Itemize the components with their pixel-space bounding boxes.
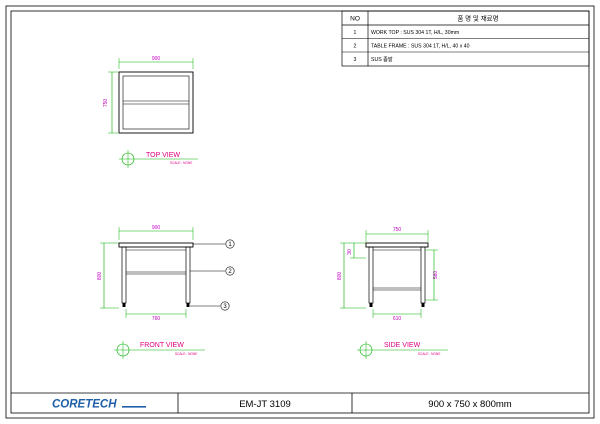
dimension-text: 750 [393, 227, 402, 233]
callout-number: 1 [228, 242, 232, 248]
callout-marker [225, 266, 235, 276]
dimension-text: 760 [152, 316, 161, 322]
side-view: 750 800 30 580 610 SIDE VIEW [337, 227, 448, 359]
table-header-no: NO [350, 16, 360, 23]
dimension-text: 900 [152, 56, 161, 62]
view-scale: SCALE : NONE [170, 161, 192, 165]
table-row-desc: WORK TOP : SUS 304 1T, H/L, 30mm [371, 30, 459, 36]
table-row-no: 2 [354, 44, 357, 50]
dimension-text: 900 [152, 225, 161, 231]
table-row-desc: SUS 좁발 [371, 55, 393, 63]
callout-number: 3 [223, 304, 227, 310]
view-title: SIDE VIEW [384, 342, 421, 349]
sheet-border-outer [5, 5, 595, 419]
view-title: TOP VIEW [146, 152, 180, 159]
table-row-no: 1 [354, 30, 357, 36]
view-title: FRONT VIEW [140, 342, 184, 349]
sheet-border-inner [10, 10, 590, 414]
table-header-name: 품 명 및 재료명 [457, 14, 498, 23]
parts-table: NO 품 명 및 재료명 1 WORK TOP : SUS 304 1T, H/… [341, 10, 590, 67]
front-view: 900 800 760 1 2 3 FRO [97, 225, 235, 359]
view-scale: SCALE : NONE [175, 352, 197, 356]
model-number: EM-JT 3109 [239, 399, 291, 410]
table-row-no: 3 [354, 57, 357, 63]
product-size: 900 x 750 x 800mm [428, 399, 512, 410]
dimension-text: 800 [337, 272, 343, 281]
dimension-text: 750 [103, 99, 109, 108]
callout-marker [220, 301, 230, 311]
dimension-text: 800 [97, 272, 103, 281]
callout-number: 2 [228, 269, 232, 275]
dimension-text: 30 [347, 249, 353, 255]
title-block: CORETECH EM-JT 3109 900 x 750 x 800mm [11, 392, 589, 413]
dimension-text: 610 [393, 316, 402, 322]
dimension-text: 580 [433, 271, 439, 280]
table-row-desc: TABLE FRAME : SUS 304 1T, H/L, 40 x 40 [371, 44, 470, 50]
top-view: 900 750 TOP VIEW SCALE : NONE [103, 56, 198, 168]
view-scale: SCALE : NONE [418, 352, 440, 356]
brand-logo: CORETECH [52, 399, 117, 411]
brand-underline [122, 406, 146, 408]
callout-marker [225, 239, 235, 249]
